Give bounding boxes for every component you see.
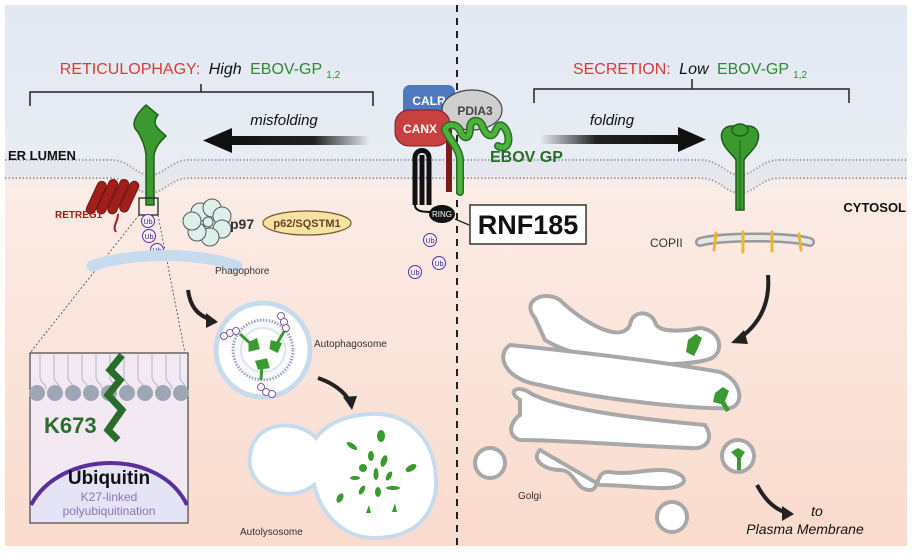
rnf185-box (469, 204, 587, 245)
golgi-gp-icons (686, 334, 745, 470)
retreg1-label: RETREG1 (55, 210, 103, 221)
plasma-membrane-label: Plasma Membrane (746, 521, 864, 537)
cytosol-label: CYTOSOL (843, 200, 906, 215)
phagophore-icon (86, 250, 243, 272)
polyubiquitination-label: polyubiquitination (63, 504, 156, 518)
rnf185-label: RNF185 (478, 210, 579, 240)
p62-badge (262, 210, 352, 236)
autophagosome-label: Autophagosome (314, 339, 387, 350)
left-bracket (29, 84, 374, 106)
svg-text:Ub: Ub (411, 270, 420, 277)
er-lumen-label: ER LUMEN (8, 148, 76, 163)
misfolding-arrow (203, 128, 370, 153)
autophagosome-icon (213, 300, 313, 400)
golgi-label: Golgi (518, 491, 541, 502)
p62-label: p62/SQSTM1 (273, 218, 340, 230)
p97-icon (182, 198, 232, 247)
autolysosome-label: Autolysosome (240, 527, 303, 538)
free-ub-icons: Ub Ub Ub (408, 233, 446, 279)
ring-label: RING (432, 210, 452, 219)
svg-text:CANX: CANX (403, 122, 437, 136)
folding-arrow (540, 127, 706, 152)
svg-text:Ub: Ub (426, 238, 435, 245)
canx-badge: CANX (394, 109, 451, 147)
misfolded-ebov-gp-icon (133, 104, 168, 206)
ebov-gp-unfolded-icon (442, 118, 511, 195)
ebov-gp-label: EBOV GP (490, 149, 563, 166)
ubiquitin-label: Ubiquitin (68, 468, 150, 489)
phagophore-label: Phagophore (215, 266, 270, 277)
svg-text:Ub: Ub (144, 219, 153, 226)
svg-text:Ub: Ub (435, 261, 444, 268)
destination-to-label: to (811, 503, 823, 519)
right-title: SECRETION: Low EBOV-GP 1,2 (573, 61, 808, 81)
folded-ebov-gp-icon (720, 123, 760, 211)
arrow-to-golgi (738, 274, 771, 340)
k673-inset (29, 352, 189, 524)
copii-vesicle-icon (695, 230, 815, 254)
folding-label: folding (590, 112, 635, 129)
ring-domain-icon (429, 205, 455, 223)
retreg1-icon (85, 178, 140, 233)
zoom-guide-right (157, 214, 186, 354)
ub-chain-left: Ub Ub Ub (141, 214, 164, 257)
misfolding-label: misfolding (250, 112, 318, 129)
right-bracket (533, 79, 850, 103)
k27-linked-label: K27-linked (81, 490, 138, 504)
svg-text:PDIA3: PDIA3 (457, 104, 493, 118)
p97-label: p97 (230, 216, 254, 232)
autolysosome-icon (247, 411, 439, 541)
svg-text:CALR: CALR (412, 94, 446, 108)
svg-text:Ub: Ub (145, 234, 154, 241)
left-title: RETICULOPHAGY: High EBOV-GP 1,2 (60, 61, 341, 81)
zoom-guide-left (29, 214, 140, 354)
pdia3-badge: PDIA3 (441, 89, 503, 131)
copii-label: COPII (650, 236, 683, 250)
k673-label: K673 (44, 413, 97, 438)
